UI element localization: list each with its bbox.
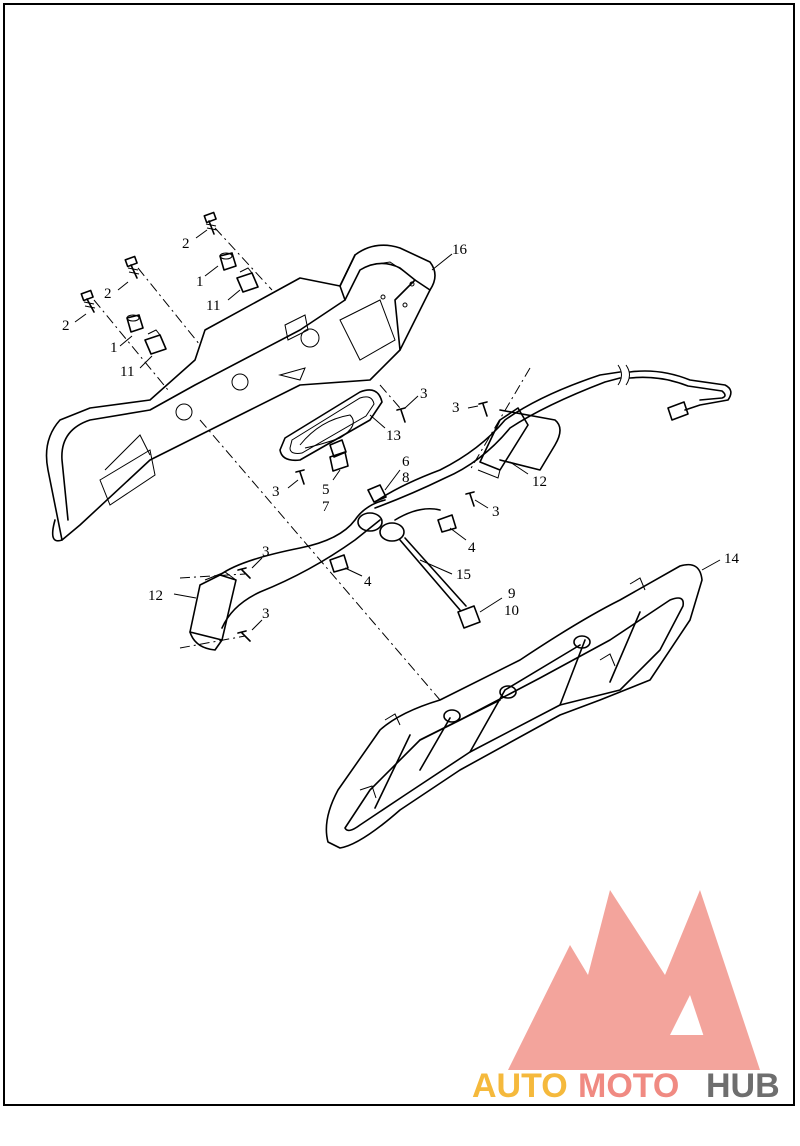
- screw-part-2-c: [80, 289, 96, 313]
- screw-part-3-d: [237, 567, 251, 579]
- callout-12: 12: [532, 474, 547, 490]
- watermark-hub: HUB: [706, 1067, 780, 1105]
- wiring-harness: [219, 364, 732, 629]
- screw-part-2-b: [124, 255, 140, 279]
- lamp-lens-part-13: [279, 389, 383, 472]
- side-lamp-part-12-right: [477, 407, 561, 479]
- screw-part-3-f: [237, 630, 251, 642]
- callout-2: 2: [182, 236, 190, 252]
- callout-2: 2: [104, 286, 112, 302]
- callout-11: 11: [206, 298, 220, 314]
- clip-part-11-b: [144, 329, 167, 355]
- callout-1: 1: [110, 340, 118, 356]
- callout-3: 3: [262, 544, 270, 560]
- callout-14: 14: [724, 551, 740, 567]
- callout-3: 3: [452, 400, 460, 416]
- logo-triangle-icon: [508, 890, 760, 1070]
- nut-part-1-b: [126, 314, 144, 333]
- watermark-moto: MOTO: [578, 1067, 679, 1105]
- callout-15: 15: [456, 567, 471, 583]
- side-lamp-part-12-left: [189, 571, 237, 651]
- callout-8: 8: [402, 470, 410, 486]
- callout-10: 10: [504, 603, 519, 619]
- clip-part-11-a: [236, 267, 259, 293]
- screw-part-3-a: [396, 407, 406, 423]
- callout-labels: 16 2 1 11 2 2 1 11 3 13 3 3 5 7 6 8 12 3…: [62, 236, 740, 622]
- callout-3: 3: [492, 504, 500, 520]
- screw-part-3-e: [465, 491, 475, 507]
- screw-part-2-a: [203, 211, 218, 235]
- callout-7: 7: [322, 499, 330, 515]
- callout-11: 11: [120, 364, 134, 380]
- screw-part-3-c: [478, 401, 488, 417]
- leader-lines: [74, 229, 721, 631]
- callout-1: 1: [196, 274, 204, 290]
- watermark-auto: AUTO: [472, 1067, 568, 1105]
- callout-3: 3: [420, 386, 428, 402]
- housing-part-16: [45, 244, 436, 542]
- drawing-frame: [3, 3, 795, 1106]
- screw-part-3-b: [295, 469, 305, 485]
- callout-3: 3: [272, 484, 280, 500]
- bracket-frame-part-14: [325, 563, 703, 849]
- callout-16: 16: [452, 242, 468, 258]
- clip-part-4-b: [329, 554, 349, 573]
- watermark-logo: AUTO MOTO HUB: [472, 890, 780, 1105]
- clip-part-4-a: [437, 514, 457, 533]
- callout-2: 2: [62, 318, 70, 334]
- callout-13: 13: [386, 428, 401, 444]
- nut-part-1-a: [219, 252, 237, 271]
- callout-4: 4: [364, 574, 372, 590]
- callout-3: 3: [262, 606, 270, 622]
- callout-5: 5: [322, 482, 330, 498]
- callout-12: 12: [148, 588, 163, 604]
- assembly-lines: [93, 227, 531, 701]
- callout-9: 9: [508, 586, 516, 602]
- callout-4: 4: [468, 540, 476, 556]
- callout-6: 6: [402, 454, 410, 470]
